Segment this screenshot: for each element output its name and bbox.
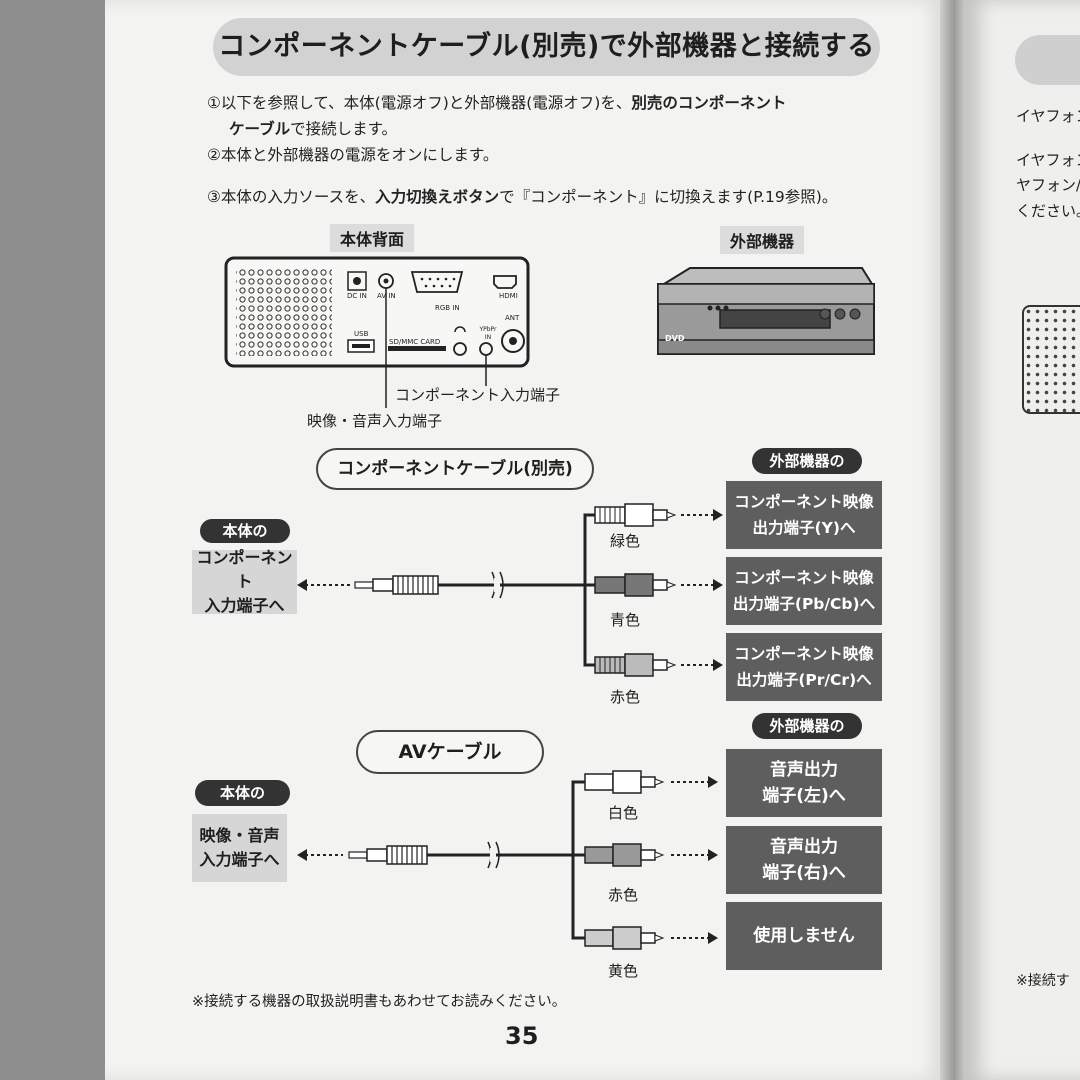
right-page-note: ※接続す	[1016, 973, 1070, 989]
step-1-bold-2: ケーブル	[229, 120, 291, 138]
plug-color-label: 黄色	[608, 962, 639, 980]
footer-note: ※接続する機器の取扱説明書もあわせてお読みください。	[192, 994, 567, 1010]
back-panel-diagram	[224, 256, 530, 408]
av-source-tag: 本体の	[195, 780, 290, 806]
right-page	[965, 0, 1080, 1080]
component-dest-y: コンポーネント映像 出力端子(Y)へ	[726, 481, 882, 549]
port-card-label: SD/MMC CARD	[389, 338, 441, 346]
right-page-line: ヤフォン/	[1016, 176, 1080, 194]
plug-color-label: 赤色	[610, 688, 641, 706]
dest-line: 音声出力	[770, 837, 838, 857]
plug-color-label: 白色	[608, 804, 639, 822]
av-dest-right: 音声出力 端子(右)へ	[726, 826, 882, 894]
av-dest-tag: 外部機器の	[752, 713, 862, 739]
dest-line: 出力端子(Y)へ	[752, 519, 856, 537]
plug-color-label: 赤色	[608, 886, 639, 904]
av-dest-left: 音声出力 端子(左)へ	[726, 749, 882, 817]
book-gutter	[940, 0, 968, 1080]
back-panel-label: 本体背面	[330, 224, 415, 252]
av-dest-unused: 使用しません	[726, 902, 882, 970]
plug-color-label: 緑色	[610, 532, 641, 550]
component-cable-label: コンポーネントケーブル(別売)	[316, 448, 594, 490]
component-source-box: コンポーネント 入力端子へ	[192, 548, 297, 615]
right-page-line: イヤフォン	[1016, 107, 1080, 125]
dest-line: 出力端子(Pb/Cb)へ	[732, 595, 876, 613]
dest-line: コンポーネント映像	[734, 645, 874, 663]
port-rgb-in-label: RGB IN	[435, 304, 460, 312]
av-port-label: 映像・音声入力端子	[307, 412, 443, 430]
step-1-text: ①以下を参照して、本体(電源オフ)と外部機器(電源オフ)を、	[207, 94, 632, 112]
step-1-bold: 別売のコンポーネント	[631, 94, 787, 112]
dest-line: コンポーネント映像	[734, 493, 874, 511]
port-ant-label: ANT	[505, 314, 520, 322]
step-1-text-2: で接続します。	[290, 120, 398, 138]
component-source-line: コンポーネント	[196, 548, 293, 591]
page-title: コンポーネントケーブル(別売)で外部機器と接続する	[213, 18, 880, 76]
component-dest-pb: コンポーネント映像 出力端子(Pb/Cb)へ	[726, 557, 882, 625]
dest-line: 出力端子(Pr/Cr)へ	[736, 671, 872, 689]
component-dest-tag: 外部機器の	[752, 448, 862, 474]
port-hdmi-label: HDMI	[499, 292, 518, 300]
step-2: ②本体と外部機器の電源をオンにします。	[207, 146, 499, 164]
dest-line: 使用しません	[753, 926, 855, 946]
component-dest-pr: コンポーネント映像 出力端子(Pr/Cr)へ	[726, 633, 882, 701]
step-3-bold: 入力切換えボタン	[375, 188, 500, 206]
component-cable-diagram	[297, 503, 723, 677]
port-dc-in-label: DC IN	[347, 292, 367, 300]
right-page-line: ください。	[1016, 202, 1080, 220]
av-source-box: 映像・音声 入力端子へ	[192, 814, 287, 882]
component-source-line: 入力端子へ	[204, 596, 285, 615]
component-source-tag: 本体の	[200, 519, 290, 543]
plug-color-label: 青色	[610, 611, 641, 629]
leader-line	[386, 380, 496, 420]
dvd-logo: DVD	[665, 334, 685, 343]
av-source-line: 入力端子へ	[199, 850, 280, 869]
right-page-heading	[1015, 35, 1080, 85]
dvd-player-illustration	[657, 267, 875, 355]
av-cable-label: AVケーブル	[356, 730, 544, 774]
port-ypbpr-label: YPbPr IN	[479, 326, 497, 341]
dest-line: コンポーネント映像	[734, 569, 874, 587]
dest-line: 端子(右)へ	[762, 863, 846, 883]
port-av-in-label: AV IN	[377, 292, 396, 300]
dest-line: 音声出力	[770, 760, 838, 780]
page-number: 35	[505, 1022, 539, 1050]
right-page-line: イヤフォン	[1016, 151, 1080, 169]
av-source-line: 映像・音声	[199, 826, 280, 845]
step-3-text: ③本体の入力ソースを、	[207, 188, 376, 206]
step-3: ③本体の入力ソースを、入力切換えボタンで『コンポーネント』に切換えます(P.19…	[207, 184, 837, 210]
step-1: ①以下を参照して、本体(電源オフ)と外部機器(電源オフ)を、別売のコンポーネント…	[207, 90, 897, 142]
step-3-text-2: で『コンポーネント』に切換えます(P.19参照)。	[499, 188, 838, 206]
dest-line: 端子(左)へ	[762, 786, 846, 806]
port-usb-label: USB	[354, 330, 369, 338]
right-page-device	[1022, 305, 1080, 414]
component-port-label: コンポーネント入力端子	[395, 386, 561, 404]
av-cable-diagram	[297, 770, 718, 950]
external-device-label: 外部機器	[720, 226, 805, 254]
